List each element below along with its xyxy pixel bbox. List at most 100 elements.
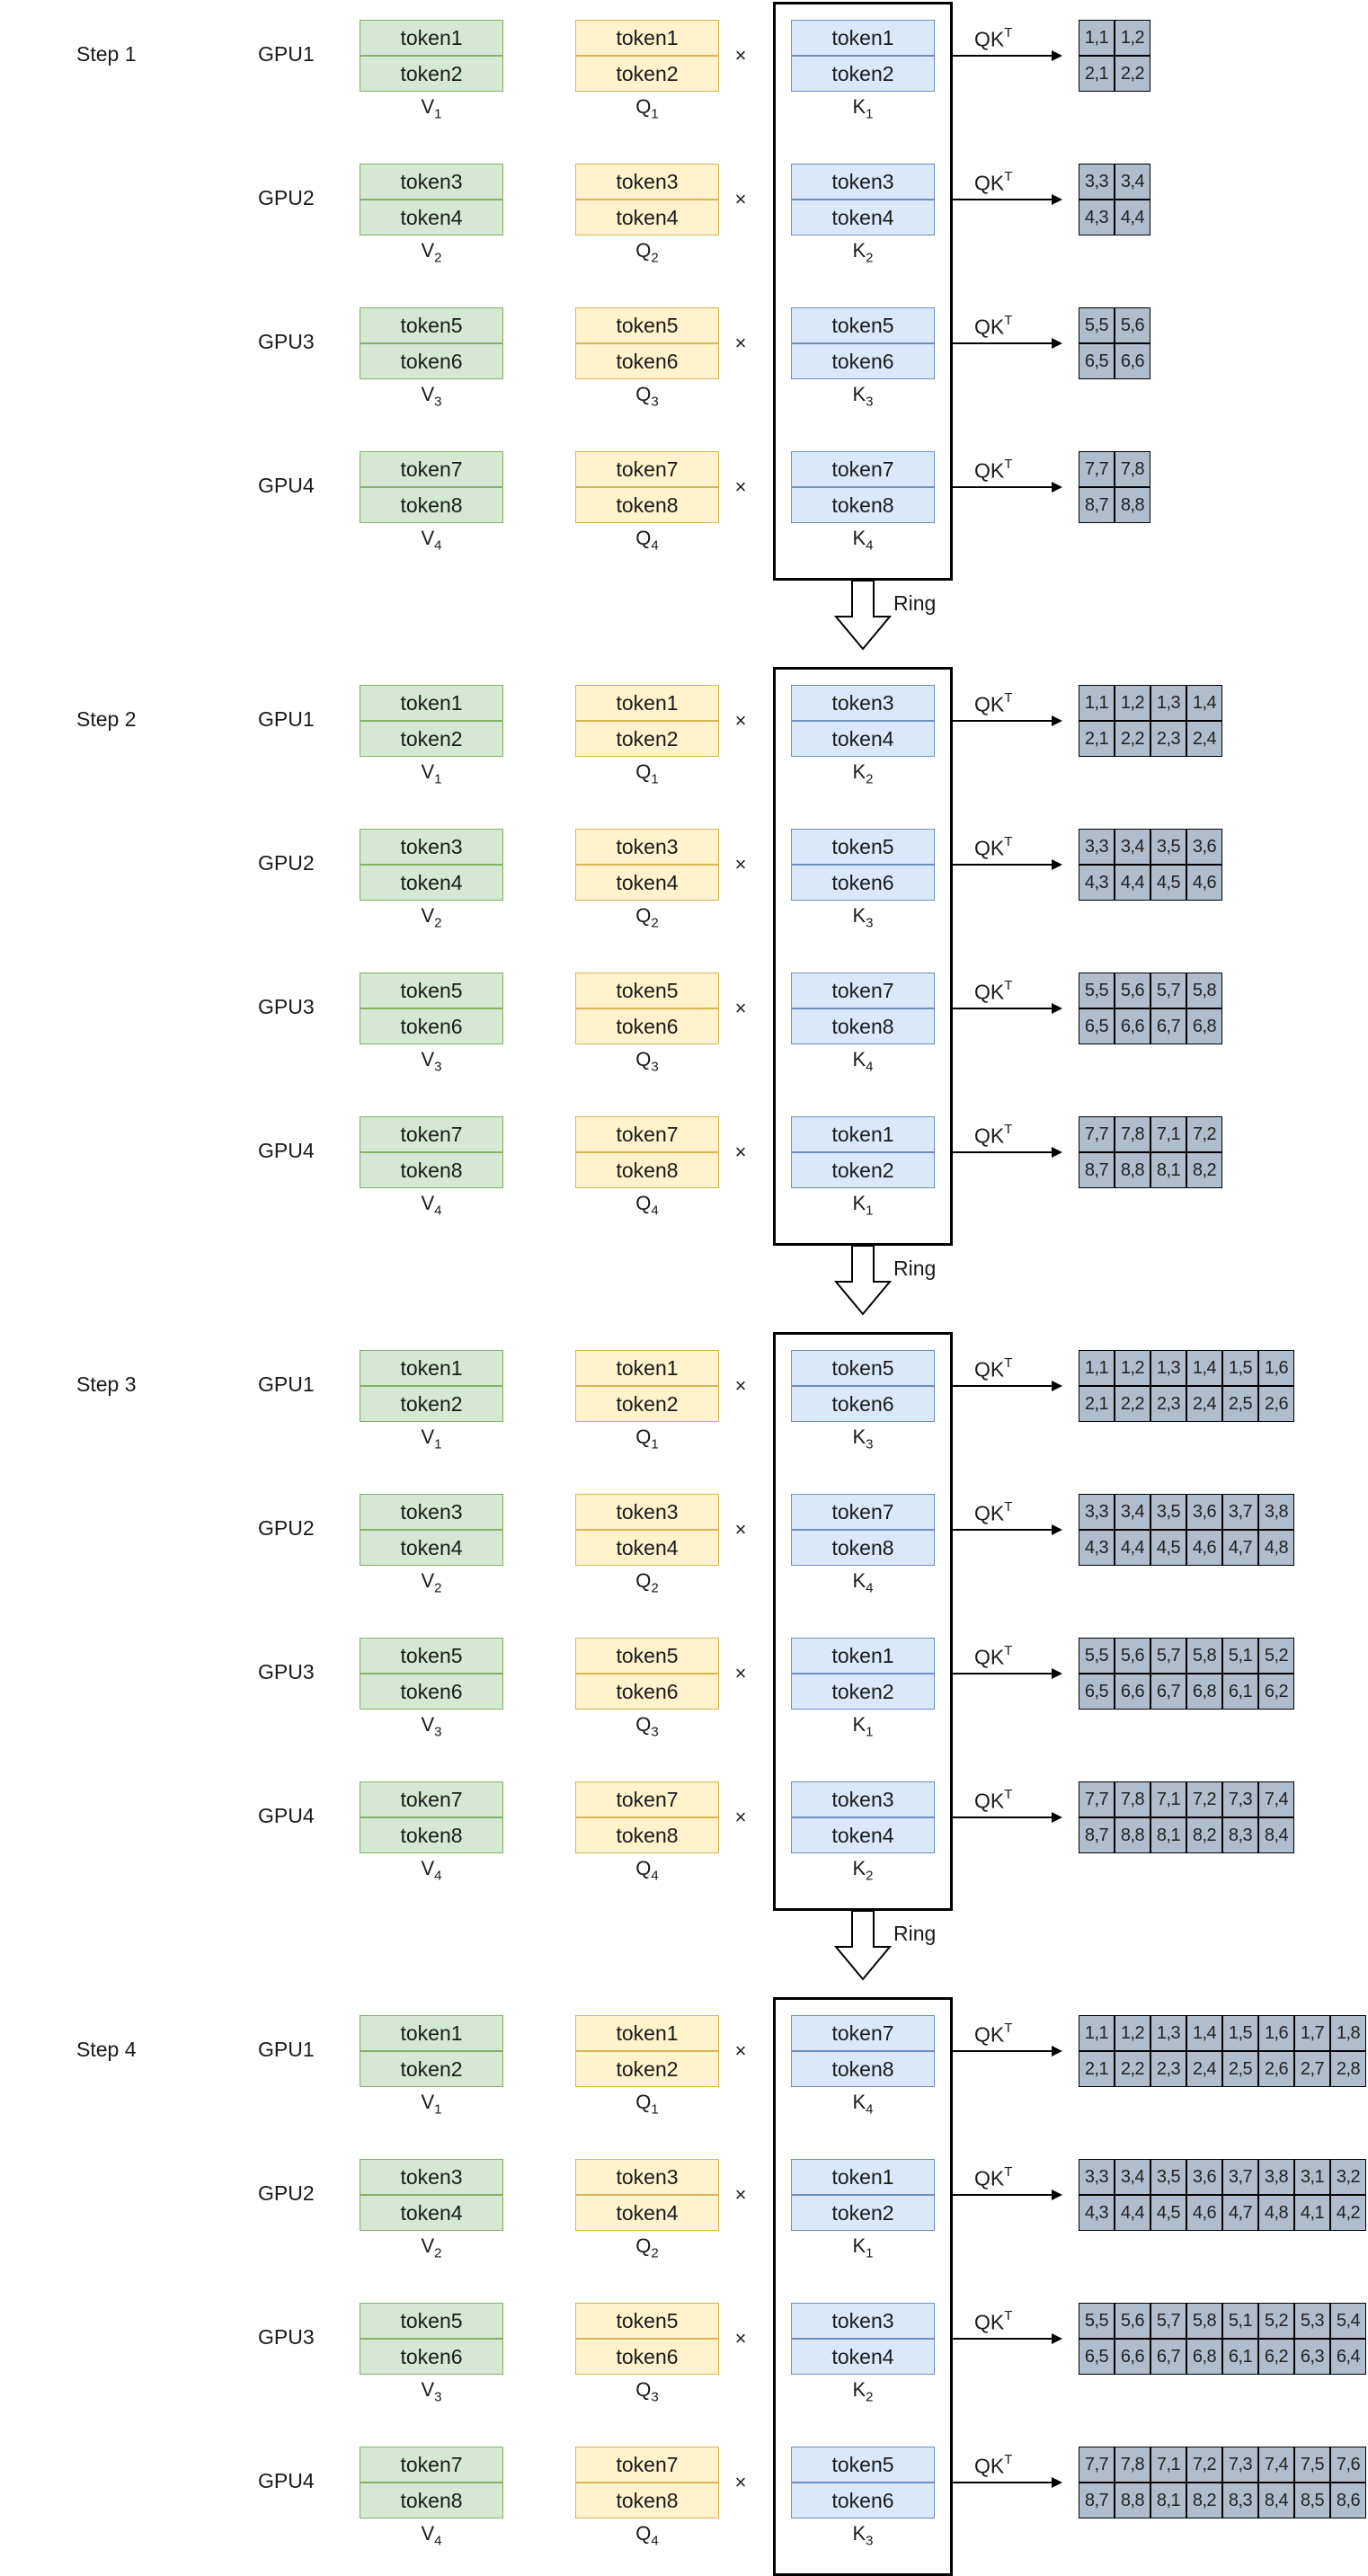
v-matrix-label-index: 1: [434, 106, 442, 122]
k-token-cell: token2: [791, 1674, 935, 1710]
qkt-superscript: T: [1004, 978, 1013, 993]
attention-score-cell: 8,2: [1186, 2483, 1222, 2518]
v-matrix-label-index: 4: [434, 1203, 442, 1219]
q-matrix-label-index: 2: [651, 1580, 659, 1596]
v-token-cell: token4: [360, 2195, 503, 2231]
qkt-superscript: T: [1004, 1122, 1013, 1137]
q-token-cell: token6: [575, 1674, 719, 1710]
q-token-cell: token3: [575, 164, 719, 200]
attention-score-cell: 2,7: [1294, 2051, 1330, 2087]
k-matrix-label: K4: [791, 1048, 935, 1074]
multiply-sign: ×: [734, 709, 747, 732]
k-matrix-label: K1: [791, 1192, 935, 1218]
attention-score-cell: 6,1: [1222, 1674, 1258, 1710]
v-token-cell: token8: [360, 487, 503, 523]
gpu-label: GPU2: [258, 1516, 315, 1540]
q-matrix-label-index: 1: [651, 771, 659, 787]
attention-score-cell: 4,5: [1150, 2195, 1186, 2231]
k-token-cell: token8: [791, 1530, 935, 1566]
attention-score-cell: 4,7: [1222, 1530, 1258, 1566]
qkt-base: QK: [974, 2022, 1005, 2047]
attention-score-cell: 5,7: [1150, 2303, 1186, 2339]
k-token-cell: token5: [791, 2447, 935, 2483]
attention-score-cell: 1,6: [1258, 2015, 1294, 2051]
attention-score-cell: 6,6: [1115, 1008, 1150, 1044]
attention-score-cell: 4,6: [1186, 2195, 1222, 2231]
k-matrix-label: K4: [791, 2091, 935, 2117]
attention-score-cell: 4,5: [1150, 865, 1186, 901]
v-token-cell: token5: [360, 2303, 503, 2339]
qkt-superscript: T: [1004, 2021, 1013, 2036]
q-matrix-label-prefix: Q: [635, 2522, 652, 2545]
attention-score-cell: 7,7: [1079, 1781, 1115, 1817]
q-token-cell: token2: [575, 721, 719, 757]
attention-score-cell: 7,2: [1186, 2447, 1222, 2483]
k-token-cell: token4: [791, 1817, 935, 1853]
k-token-cell: token2: [791, 1152, 935, 1188]
attention-score-cell: 1,2: [1115, 20, 1150, 56]
attention-score-cell: 8,3: [1222, 2483, 1258, 2518]
attention-score-cell: 2,1: [1079, 1386, 1115, 1422]
attention-score-cell: 8,5: [1294, 2483, 1330, 2518]
k-token-cell: token7: [791, 451, 935, 487]
attention-score-cell: 3,8: [1258, 1494, 1294, 1530]
q-matrix-label: Q3: [575, 383, 719, 409]
k-matrix-label-prefix: K: [852, 1713, 866, 1736]
attention-score-cell: 4,2: [1330, 2195, 1366, 2231]
attention-score-cell: 6,7: [1150, 1674, 1186, 1710]
qkt-base: QK: [974, 1357, 1005, 1381]
attention-score-cell: 2,2: [1115, 2051, 1150, 2087]
attention-score-cell: 2,2: [1115, 56, 1150, 92]
v-matrix-label-index: 1: [434, 1436, 442, 1452]
v-matrix-label-prefix: V: [421, 1048, 435, 1070]
qkt-superscript: T: [1004, 313, 1013, 328]
attention-score-cell: 7,2: [1186, 1116, 1222, 1152]
attention-score-cell: 4,4: [1115, 1530, 1150, 1566]
v-matrix-label: V4: [360, 527, 503, 553]
k-matrix-label-prefix: K: [852, 2234, 866, 2257]
qkt-label: QKT: [974, 25, 1012, 52]
attention-score-cell: 5,5: [1079, 2303, 1115, 2339]
q-token-cell: token2: [575, 2051, 719, 2087]
q-matrix-label-index: 4: [651, 1868, 659, 1884]
attention-score-cell: 3,4: [1115, 1494, 1150, 1530]
k-ring-frame: [773, 2, 953, 581]
q-matrix-label-index: 1: [651, 2101, 659, 2118]
gpu-label: GPU3: [258, 330, 315, 353]
k-token-cell: token1: [791, 1116, 935, 1152]
k-token-cell: token3: [791, 685, 935, 721]
k-matrix-label-prefix: K: [852, 527, 866, 549]
attention-score-cell: 5,6: [1115, 307, 1150, 343]
attention-score-cell: 6,5: [1079, 1674, 1115, 1710]
k-token-cell: token6: [791, 343, 935, 379]
v-matrix-label: V4: [360, 2522, 503, 2548]
k-matrix-label: K2: [791, 239, 935, 265]
attention-score-cell: 3,6: [1186, 2159, 1222, 2195]
v-matrix-label: V3: [360, 383, 503, 409]
q-matrix-label-prefix: Q: [635, 1048, 652, 1070]
attention-score-cell: 8,6: [1330, 2483, 1366, 2518]
qkt-base: QK: [974, 315, 1005, 339]
k-matrix-label-index: 3: [866, 394, 874, 410]
k-matrix-label-index: 2: [866, 2389, 874, 2405]
attention-score-cell: 2,6: [1258, 1386, 1294, 1422]
v-matrix-label: V1: [360, 95, 503, 121]
qkt-label: QKT: [974, 457, 1012, 484]
attention-score-cell: 3,3: [1079, 1494, 1115, 1530]
v-token-cell: token6: [360, 1008, 503, 1044]
v-token-cell: token2: [360, 2051, 503, 2087]
k-matrix-label: K3: [791, 1426, 935, 1452]
v-token-cell: token1: [360, 20, 503, 56]
v-token-cell: token5: [360, 1638, 503, 1674]
multiply-sign: ×: [734, 853, 747, 875]
attention-score-cell: 6,1: [1222, 2339, 1258, 2375]
q-token-cell: token7: [575, 2447, 719, 2483]
q-token-cell: token8: [575, 1817, 719, 1853]
q-token-cell: token6: [575, 343, 719, 379]
k-matrix-label: K3: [791, 383, 935, 409]
q-matrix-label-prefix: Q: [635, 239, 652, 262]
attention-score-cell: 8,7: [1079, 2483, 1115, 2518]
k-ring-frame: [773, 667, 953, 1246]
q-matrix-label-prefix: Q: [635, 760, 652, 783]
v-token-cell: token7: [360, 451, 503, 487]
